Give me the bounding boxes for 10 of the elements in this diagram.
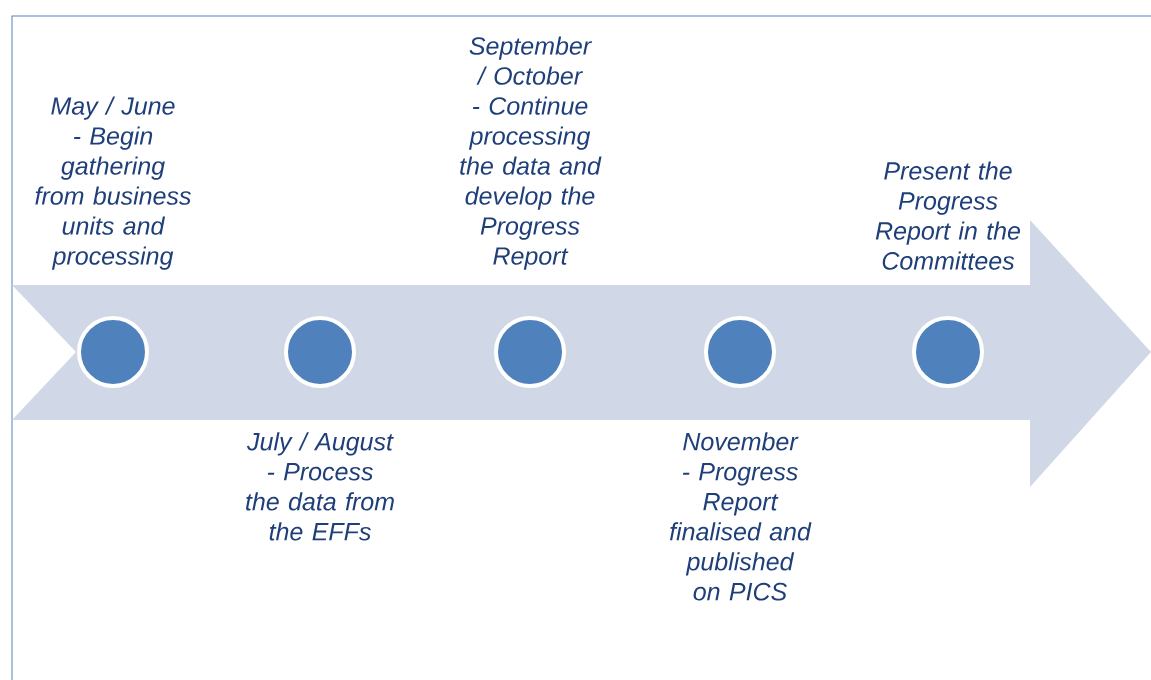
- milestone-text: July / August - Process the data from the EFFs: [246, 432, 394, 541]
- milestone-text: May / June - Begin gathering from business units and processing: [35, 96, 191, 270]
- timeline-dot: [912, 316, 984, 388]
- timeline-dot: [77, 316, 149, 388]
- milestone-text: November - Progress Report finalised and published on PICS: [669, 432, 812, 601]
- milestone-text: September / October - Continue processing the data and develop the Progress Report: [460, 36, 602, 270]
- milestone-text: Present the Progress Report in the Committees: [875, 161, 1020, 270]
- timeline-dot: [284, 316, 356, 388]
- timeline-dot: [494, 316, 566, 388]
- timeline-dot: [704, 316, 776, 388]
